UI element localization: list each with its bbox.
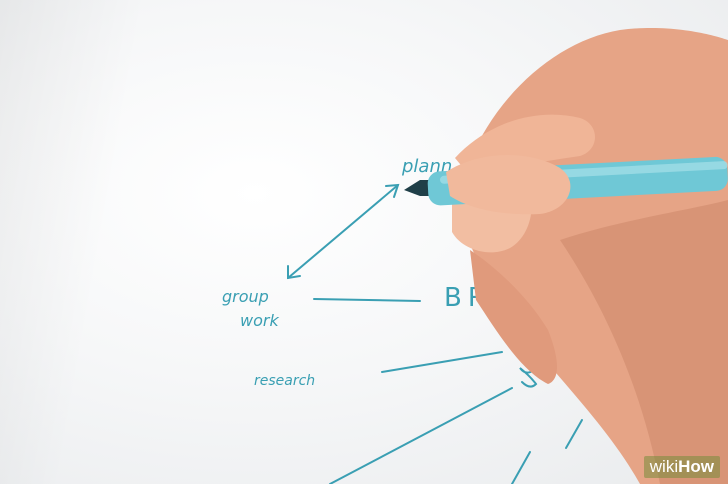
spoke-1	[329, 387, 513, 484]
arrow-head-bottom	[287, 265, 301, 280]
wikihow-watermark: wikiHow	[643, 456, 720, 478]
connector-group-work	[313, 298, 421, 302]
hand	[452, 27, 728, 484]
hand-shadow	[560, 200, 728, 484]
arrow-line	[287, 184, 399, 279]
watermark-wiki: wiki	[649, 457, 679, 476]
node-group-work-line2: work	[240, 311, 279, 330]
spoke-2	[511, 451, 531, 484]
middle-finger	[470, 250, 557, 384]
connector-research	[381, 351, 503, 373]
arrow-head-top	[385, 183, 400, 198]
node-research: research	[254, 373, 315, 389]
marker-tip	[404, 180, 430, 196]
watermark-how: How	[678, 457, 714, 476]
finger-over-marker	[446, 154, 571, 215]
spoke-3	[565, 419, 583, 449]
node-group-work-line1: group	[222, 287, 269, 306]
